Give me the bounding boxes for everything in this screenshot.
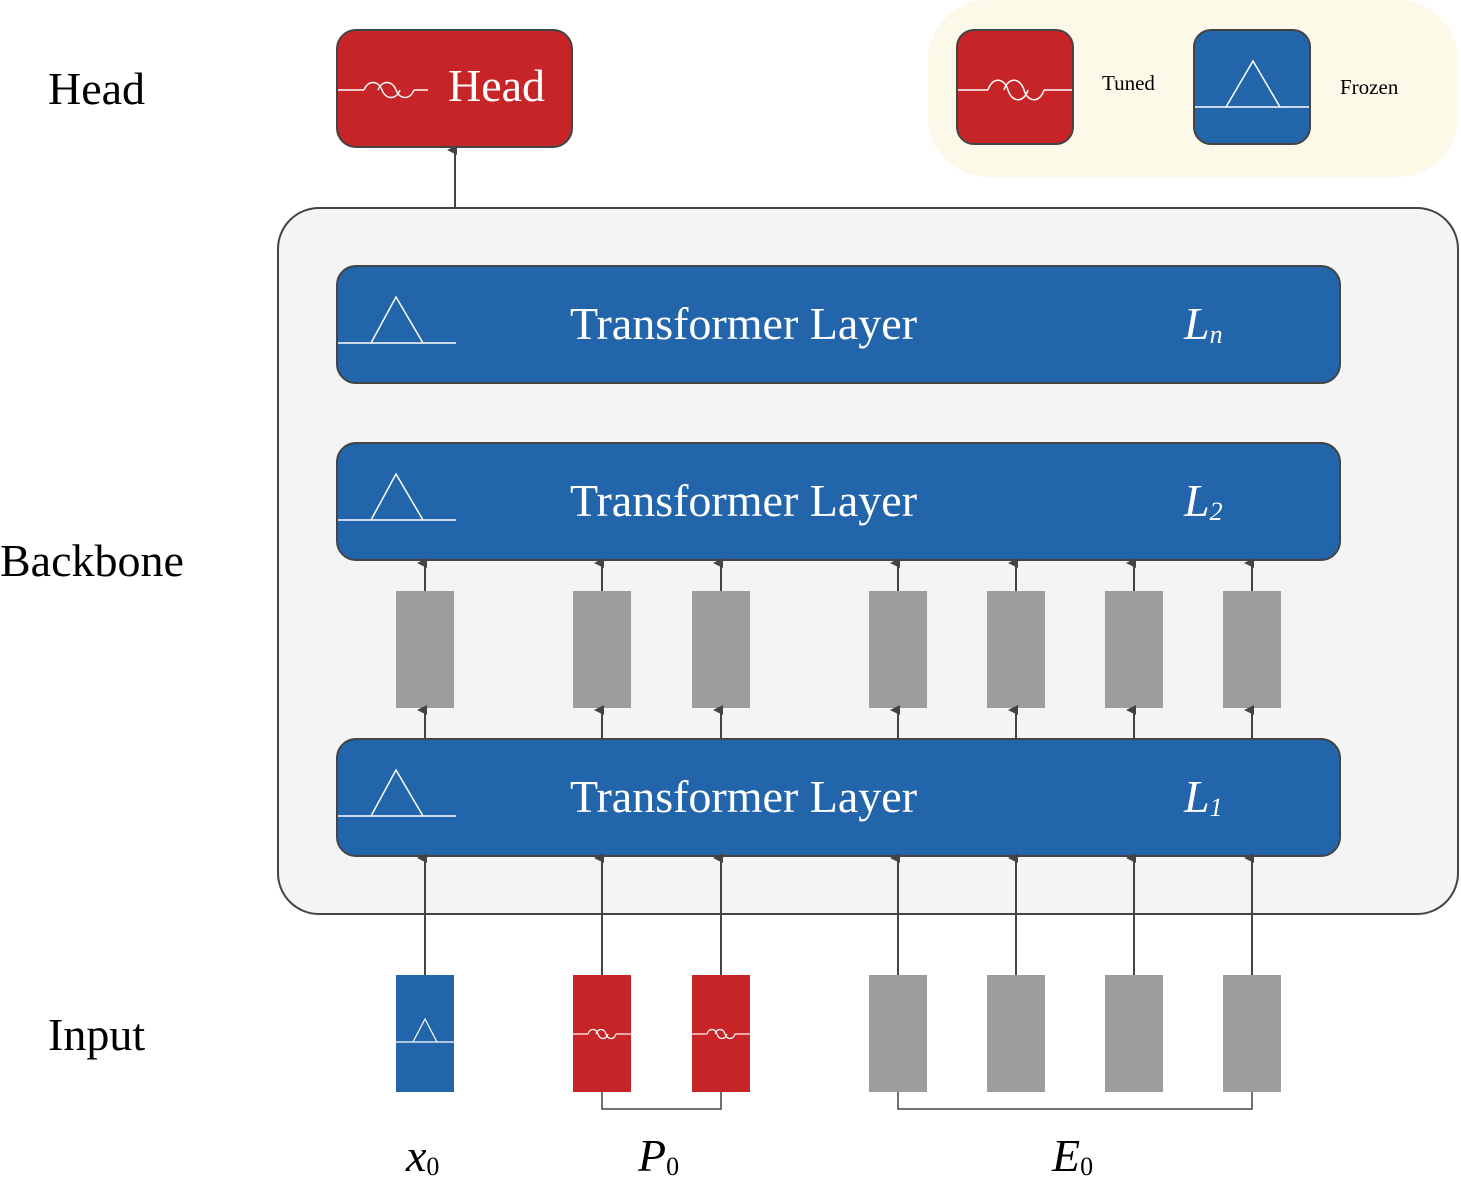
legend-frozen-swatch — [1193, 29, 1311, 145]
layer-index: Ln — [1184, 298, 1223, 349]
input-token-prompt — [692, 975, 750, 1092]
flame-icon — [958, 79, 1072, 101]
head-block: Head — [336, 29, 573, 148]
legend-frozen-label: Frozen — [1340, 75, 1399, 99]
input-token-embedding — [987, 975, 1045, 1092]
input-token-embedding — [1223, 975, 1281, 1092]
snowflake-icon — [338, 295, 456, 344]
layer-title: Transformer Layer — [570, 298, 918, 349]
hidden-token — [869, 591, 927, 708]
input-token-prompt — [573, 975, 631, 1092]
hidden-token — [1105, 591, 1163, 708]
hidden-token — [396, 591, 454, 708]
layer-title: Transformer Layer — [570, 771, 918, 822]
bracket-e0 — [897, 1092, 1253, 1110]
hidden-token — [573, 591, 631, 708]
hidden-token — [692, 591, 750, 708]
layer-title: Transformer Layer — [570, 475, 918, 526]
layer-index: L2 — [1184, 475, 1223, 526]
hidden-token — [987, 591, 1045, 708]
snowflake-icon — [1195, 59, 1309, 108]
legend-tuned-label: Tuned — [1102, 71, 1155, 95]
bracket-p0 — [601, 1092, 722, 1110]
snowflake-icon — [338, 472, 456, 521]
snowflake-icon — [396, 1017, 454, 1043]
input-token-embedding — [869, 975, 927, 1092]
flame-icon — [573, 1028, 631, 1040]
side-label-backbone: Backbone — [0, 535, 184, 586]
layer-index: L1 — [1184, 771, 1223, 822]
legend-tuned-swatch — [956, 29, 1074, 145]
snowflake-icon — [338, 768, 456, 817]
transformer-layer-1: Transformer Layer L1 — [336, 738, 1341, 857]
input-token-embedding — [1105, 975, 1163, 1092]
label-e0: E0 — [1052, 1130, 1094, 1181]
flame-icon — [338, 81, 428, 99]
transformer-layer-2: Transformer Layer L2 — [336, 442, 1341, 561]
side-label-input: Input — [48, 1009, 146, 1060]
input-token-x0 — [396, 975, 454, 1092]
transformer-layer-n: Transformer Layer Ln — [336, 265, 1341, 384]
side-label-head: Head — [48, 63, 146, 114]
label-p0: P0 — [638, 1130, 680, 1181]
hidden-token — [1223, 591, 1281, 708]
flame-icon — [692, 1028, 750, 1040]
label-x0: x0 — [406, 1130, 440, 1181]
head-label: Head — [448, 60, 546, 111]
